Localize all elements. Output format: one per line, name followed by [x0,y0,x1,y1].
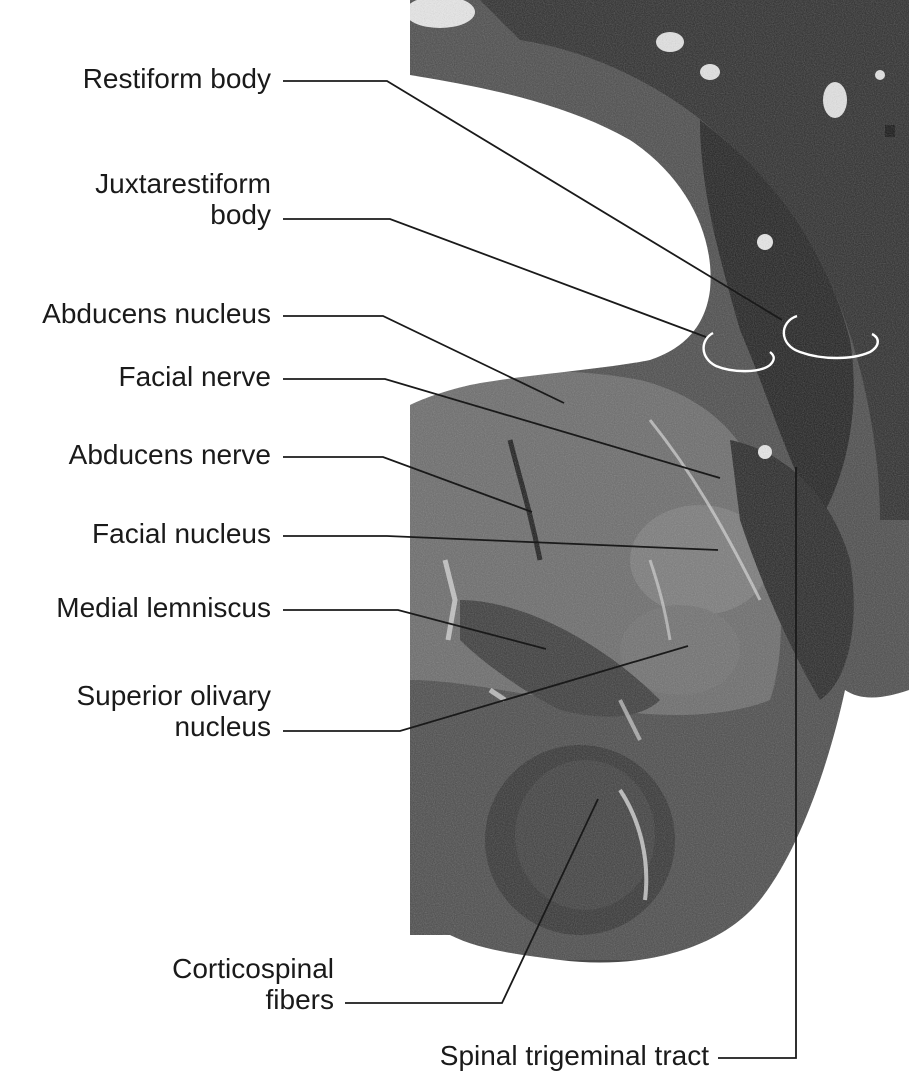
label-text: Facial nerve [118,361,271,392]
label-text: Abducens nucleus [42,298,271,329]
leader-line-abducens-nucleus [283,315,565,404]
label-text-line2: fibers [265,984,334,1015]
fourth-ventricle [410,75,711,405]
label-text-line1: Corticospinal [172,953,334,984]
label-juxtarestiform-body: Juxtarestiform body [95,168,271,230]
leader-line-medial-lemniscus [283,609,547,650]
label-text: Abducens nerve [68,439,271,470]
label-superior-olivary-nucleus: Superior olivary nucleus [76,680,271,742]
leader-lines [283,80,797,1059]
label-spinal-trigeminal-tract: Spinal trigeminal tract [440,1040,709,1071]
label-text-line1: Juxtarestiform [95,168,271,199]
leader-line-restiform-body [283,80,783,321]
label-text: Restiform body [82,63,271,94]
juxtarestiform-body-bracket [702,331,775,373]
leader-line-facial-nucleus [283,535,719,551]
leader-line-facial-nerve [283,378,721,479]
label-facial-nerve: Facial nerve [118,361,271,392]
leader-line-spinal-trigeminal-tract [718,467,797,1059]
leader-line-juxtarestiform-body [283,218,707,338]
label-text: Medial lemniscus [56,592,271,623]
label-text-line1: Superior olivary [76,680,271,711]
label-restiform-body: Restiform body [83,63,271,94]
label-text-line2: body [210,199,271,230]
leader-line-corticospinal-fibers [345,798,599,1004]
label-corticospinal-fibers: Corticospinal fibers [172,953,334,1015]
label-text-line2: nucleus [174,711,271,742]
label-medial-lemniscus: Medial lemniscus [56,592,271,623]
tissue-section [410,0,909,963]
leader-line-abducens-nerve [283,456,533,513]
leader-line-superior-olivary-nucleus [283,645,689,732]
label-text: Spinal trigeminal tract [439,1040,709,1071]
label-abducens-nucleus: Abducens nucleus [42,298,271,329]
label-text: Facial nucleus [92,518,271,549]
label-abducens-nerve: Abducens nerve [69,439,271,470]
restiform-body-bracket [782,314,879,360]
label-facial-nucleus: Facial nucleus [92,518,271,549]
